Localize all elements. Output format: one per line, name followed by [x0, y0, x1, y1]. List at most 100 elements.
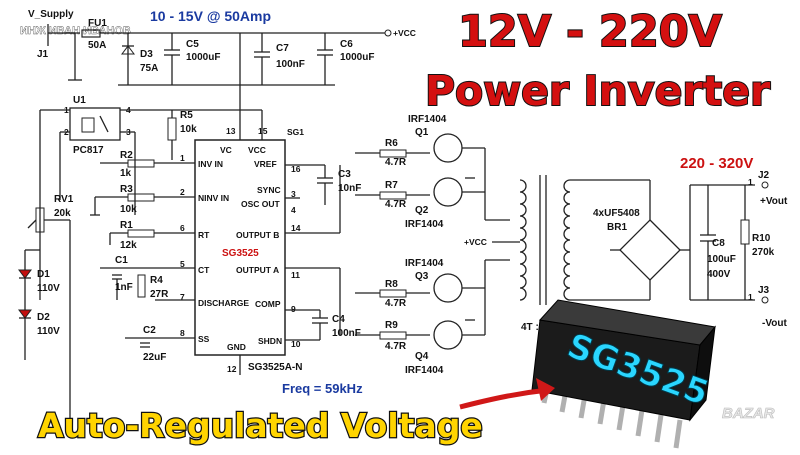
d2-value: 110V: [37, 326, 60, 337]
ic-pin-oscout: OSC OUT: [241, 199, 281, 209]
r7-value: 4.7R: [385, 199, 407, 210]
r9-value: 4.7R: [385, 341, 407, 352]
q2-label: Q2: [415, 205, 429, 216]
d2-label: D2: [37, 312, 50, 323]
title-block: 12V - 220V Power Inverter: [424, 6, 772, 116]
d1-value: 110V: [37, 283, 60, 294]
mosfets: IRF1404 Q1 Q2 IRF1404 IRF1404 Q3 Q4 IRF1…: [405, 114, 510, 376]
r1-value: 12k: [120, 240, 137, 251]
svg-text:14: 14: [291, 223, 301, 233]
r8-label: R8: [385, 279, 398, 290]
frequency-label: Freq = 59kHz: [282, 381, 363, 396]
mosfet-q4-icon: [433, 320, 463, 350]
svg-text:2: 2: [180, 187, 185, 197]
bridge-rectifier: 4xUF5408 BR1: [593, 180, 755, 301]
r7-label: R7: [385, 180, 398, 191]
rv1-label: RV1: [54, 194, 74, 205]
j1-label: J1: [37, 49, 49, 60]
svg-text:16: 16: [291, 164, 301, 174]
r10-label: R10: [752, 233, 771, 244]
ic-pin-vref: VREF: [254, 159, 277, 169]
chip-image: SG3525: [531, 299, 716, 449]
optocoupler-icon: [69, 107, 121, 141]
q4-part: IRF1404: [405, 365, 444, 376]
d3-value: 75A: [140, 63, 158, 74]
mosfet-q2-icon: [433, 177, 463, 207]
fu1-label: FU1: [88, 18, 107, 29]
watermark: BAZAR: [722, 405, 775, 423]
u1-part: PC817: [73, 145, 104, 156]
zener-diodes: D1 110V D2 110V: [18, 249, 60, 360]
ic-pin-sync: SYNC: [257, 185, 281, 195]
resistor-icon: [167, 117, 177, 141]
svg-text:1: 1: [180, 153, 185, 163]
svg-text:11: 11: [291, 270, 300, 280]
diode-d3-icon: [121, 45, 135, 55]
ic-pin-comp: COMP: [255, 299, 281, 309]
watermark-text: BAZAR: [722, 405, 775, 422]
r9-label: R9: [385, 320, 398, 331]
svg-text:8: 8: [180, 328, 185, 338]
c7-value: 100nF: [276, 59, 305, 70]
r2-value: 1k: [120, 168, 132, 179]
mosfet-q1-icon: [433, 133, 463, 163]
ic-top-pin-vcc: VCC: [248, 145, 266, 155]
ic-body: [194, 139, 286, 356]
c6-value: 1000uF: [340, 52, 374, 63]
c8-value-1: 100uF: [707, 254, 736, 265]
c1-value: 1nF: [115, 282, 133, 293]
svg-text:6: 6: [180, 223, 185, 233]
banner: Auto-Regulated Voltage: [37, 378, 555, 446]
svg-text:7: 7: [180, 292, 185, 302]
arrow-right-icon: [536, 378, 555, 401]
mosfet-q3-icon: [433, 273, 463, 303]
svg-text:12: 12: [227, 364, 237, 374]
c1-label: C1: [115, 255, 128, 266]
vcc-label: +VCC: [393, 28, 416, 38]
svg-text:5: 5: [180, 259, 185, 269]
d1-label: D1: [37, 269, 50, 280]
capacitor-c3: C3 10nF: [317, 165, 361, 205]
arrow-line: [459, 387, 549, 410]
svg-text:9: 9: [291, 304, 296, 314]
vcc-terminal-icon: [384, 29, 392, 37]
q4-label: Q4: [415, 351, 429, 362]
ic-pin-ct: CT: [198, 265, 210, 275]
q1-part: IRF1404: [408, 114, 447, 125]
vout-neg-label: -Vout: [762, 318, 787, 329]
ic-top-pin-vcc-num: 15: [258, 126, 268, 136]
bridge-icon: [619, 219, 681, 281]
gate-drive: R6 4.7R R7 4.7R R8 4.7R R9 4.7R: [339, 138, 430, 352]
r5-label: R5: [180, 110, 193, 121]
supply-section: V_Supply ИНЖ ИВАН ИВАНОВ 10 - 15V @ 50Am…: [20, 8, 416, 140]
transformer-ratio: 4T : 4: [521, 322, 548, 333]
timing-components: C1 1nF R4 27R C2 22uF C4 100nF: [100, 255, 361, 363]
r4-value: 27R: [150, 289, 169, 300]
c4-label: C4: [332, 314, 345, 325]
title-line-1: 12V - 220V: [458, 7, 723, 57]
transformer: +VCC 4T : 4: [464, 175, 650, 333]
optocoupler-u1: U1 1 2 4 3 PC817: [39, 95, 240, 300]
ic-pin-outb: OUTPUT B: [236, 230, 279, 240]
rv1-value: 20k: [54, 208, 71, 219]
vcc-center-label: +VCC: [464, 237, 487, 247]
r1-label: R1: [120, 220, 133, 231]
ic-pin-rt: RT: [198, 230, 210, 240]
ic-name: SG3525: [222, 248, 259, 259]
r3-label: R3: [120, 184, 133, 195]
output-range: 220 - 320V: [680, 155, 753, 172]
ic-top-pin-vc-num: 13: [226, 126, 236, 136]
svg-text:4: 4: [291, 205, 296, 215]
c4-value: 100nF: [332, 328, 361, 339]
title-line-2: Power Inverter: [425, 67, 771, 115]
c2-label: C2: [143, 325, 156, 336]
vout-neg-terminal-icon: [761, 296, 769, 304]
j2-label: J2: [758, 170, 770, 181]
banner-text: Auto-Regulated Voltage: [38, 406, 483, 445]
r4-label: R4: [150, 275, 163, 286]
r5-value: 10k: [180, 124, 197, 135]
u1-label: U1: [73, 95, 86, 106]
vout-pos-terminal-icon: [761, 181, 769, 189]
ic-gnd: GND: [227, 342, 246, 352]
zener-d1-icon: [18, 269, 32, 279]
